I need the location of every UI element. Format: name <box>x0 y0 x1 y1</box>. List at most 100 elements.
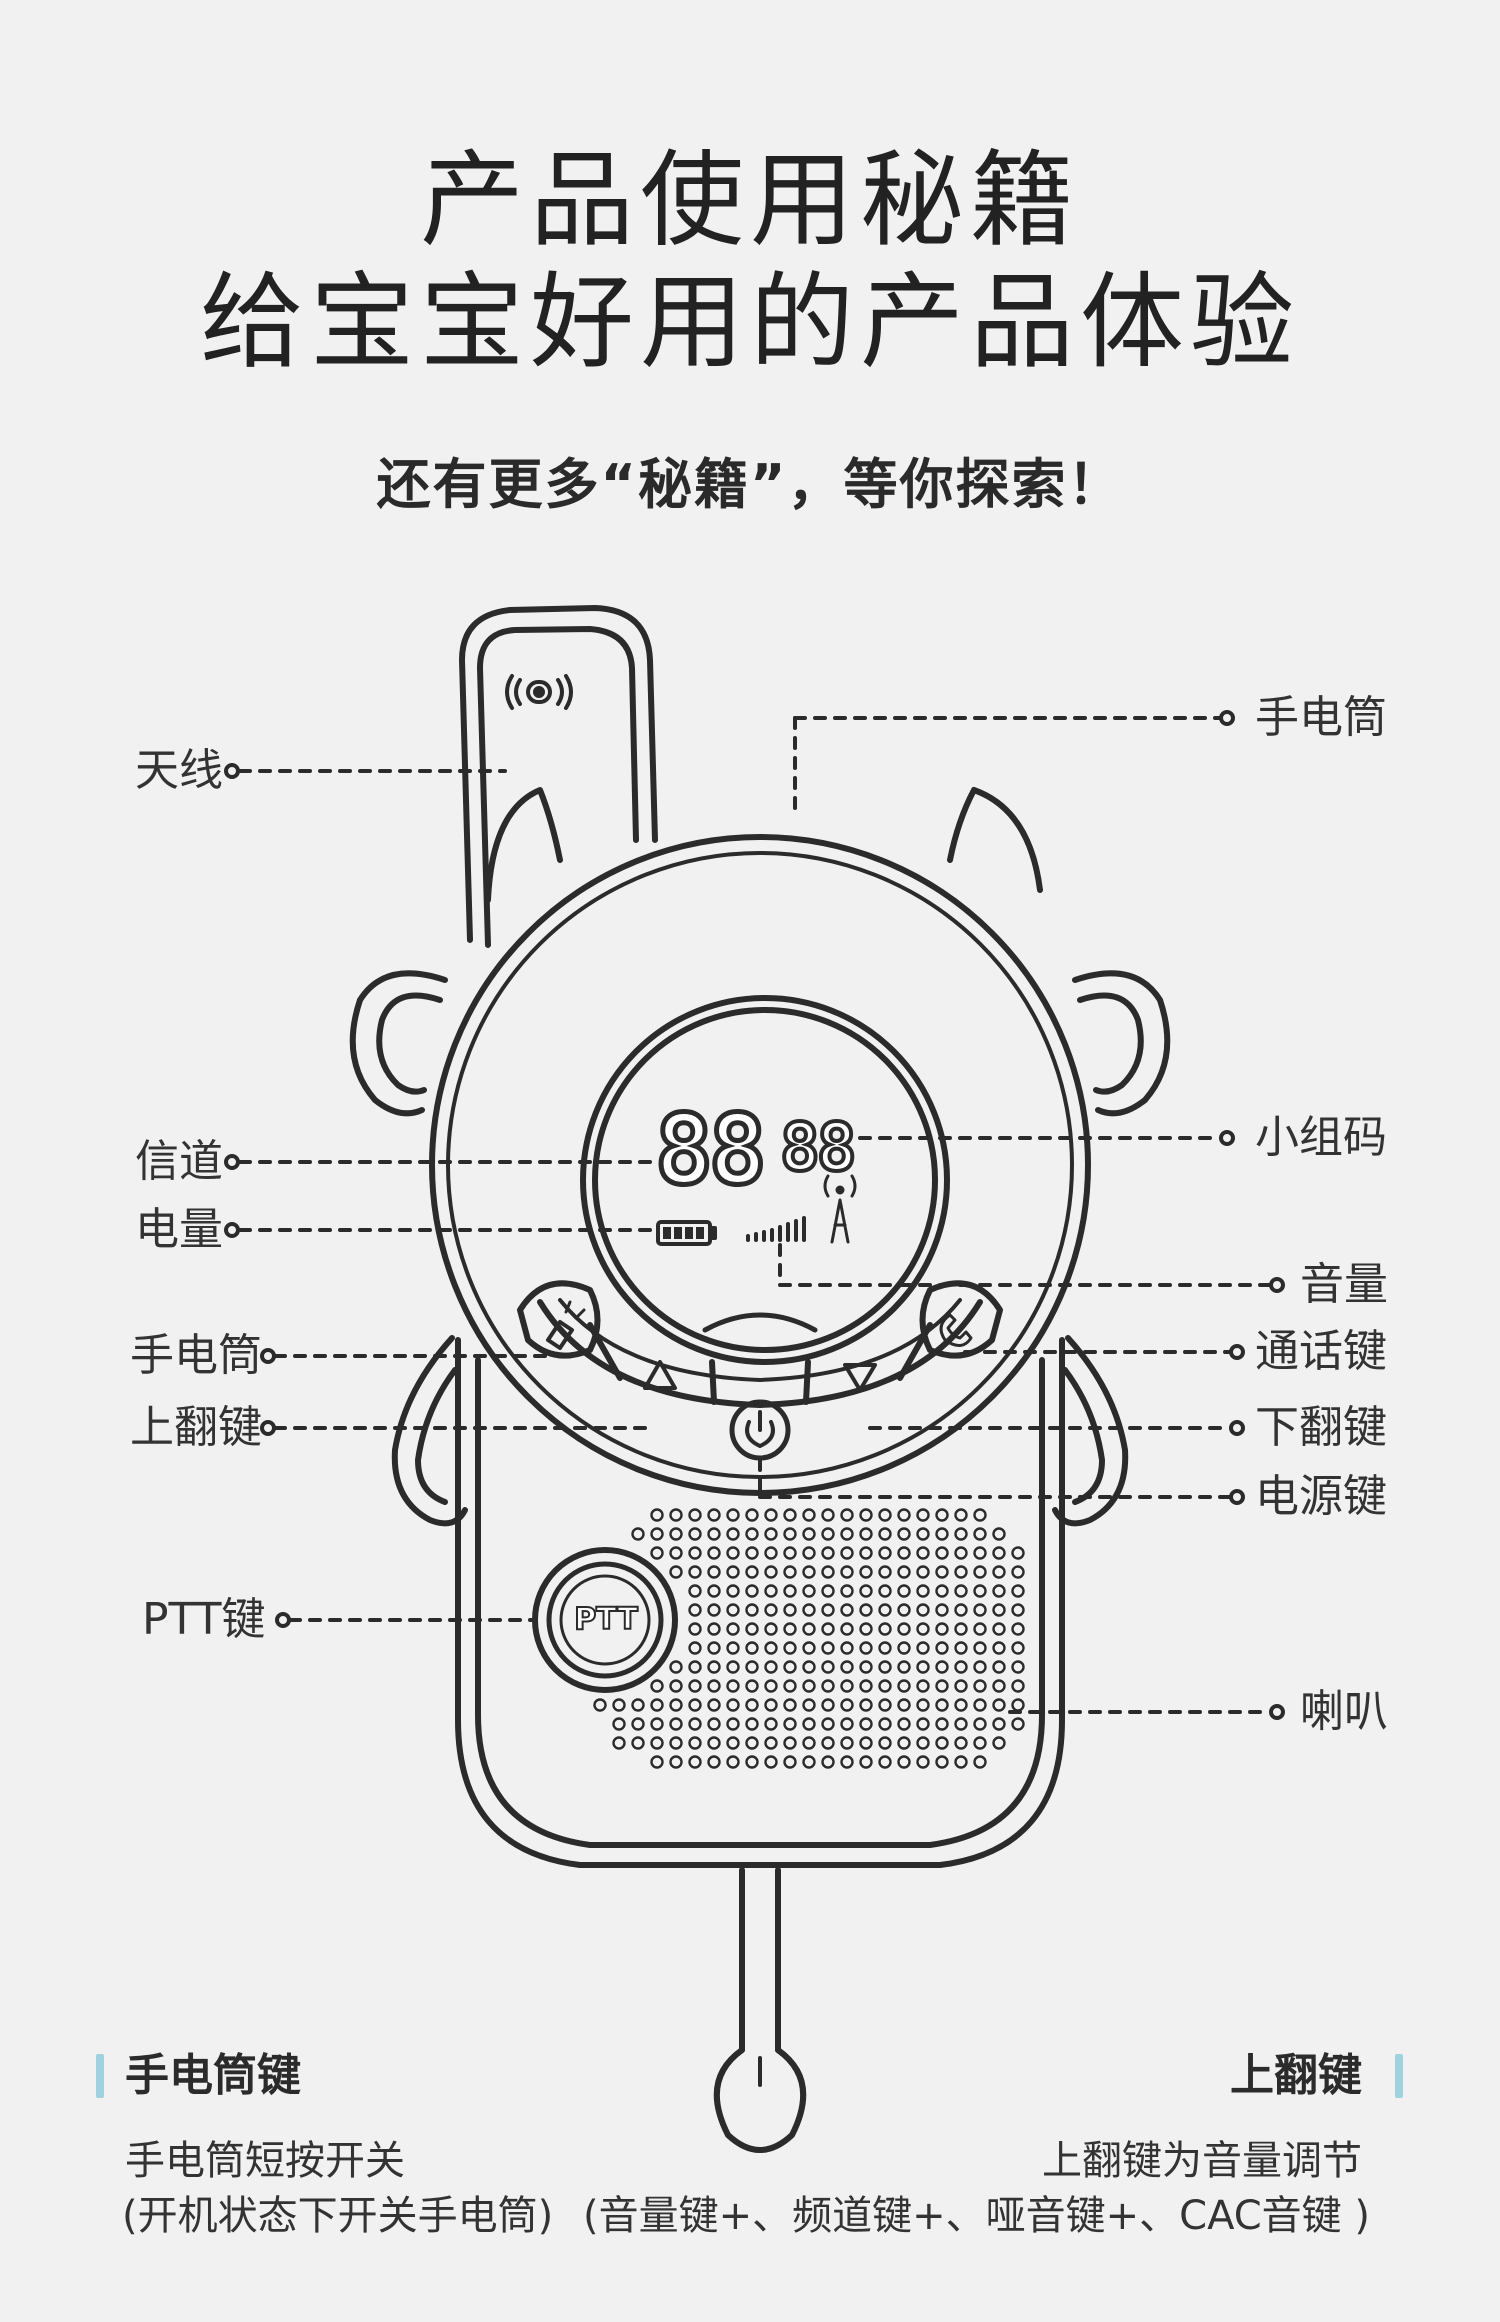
speaker-hole <box>726 1679 740 1693</box>
speaker-hole <box>745 1755 759 1769</box>
speaker-hole <box>973 1603 987 1617</box>
right-arm-inner <box>1062 1367 1105 1505</box>
speaker-hole <box>954 1584 968 1598</box>
speaker-hole <box>764 1622 778 1636</box>
speaker-hole <box>650 1527 664 1541</box>
speaker-hole <box>935 1508 949 1522</box>
speaker-hole <box>878 1641 892 1655</box>
speaker-hole <box>916 1755 930 1769</box>
right-ear <box>1072 970 1171 1117</box>
lanyard <box>713 1867 807 2153</box>
speaker-hole <box>897 1603 911 1617</box>
speaker-hole <box>935 1736 949 1750</box>
speaker-hole <box>859 1584 873 1598</box>
speaker-hole <box>973 1698 987 1712</box>
speaker-hole <box>650 1698 664 1712</box>
flashlight-button[interactable] <box>517 1280 601 1359</box>
speaker-hole <box>612 1717 626 1731</box>
screen-ring <box>592 1007 938 1353</box>
label-power-key: 电源键 <box>1255 1471 1387 1522</box>
speaker-hole <box>992 1679 1006 1693</box>
speaker-hole <box>1011 1641 1025 1655</box>
call-button[interactable] <box>919 1280 1003 1359</box>
speaker-hole <box>859 1508 873 1522</box>
speaker-hole <box>1011 1565 1025 1579</box>
speaker-hole <box>726 1508 740 1522</box>
speaker-hole <box>840 1679 854 1693</box>
speaker-hole <box>954 1679 968 1693</box>
speaker-hole <box>1011 1584 1025 1598</box>
speaker-hole <box>783 1565 797 1579</box>
left-arm <box>391 1335 468 1527</box>
speaker-hole <box>992 1603 1006 1617</box>
head-inner <box>446 851 1074 1479</box>
antenna <box>459 605 658 948</box>
speaker-hole <box>726 1698 740 1712</box>
speaker-hole <box>973 1527 987 1541</box>
speaker-hole <box>764 1679 778 1693</box>
speaker-hole <box>1011 1717 1025 1731</box>
speaker-hole <box>745 1603 759 1617</box>
speaker-hole <box>802 1660 816 1674</box>
speaker-hole <box>726 1603 740 1617</box>
volume-bars-icon <box>746 1216 806 1242</box>
signal-icon <box>505 674 573 710</box>
speaker-hole <box>878 1546 892 1560</box>
speaker-hole <box>916 1641 930 1655</box>
speaker-hole <box>688 1565 702 1579</box>
speaker-hole <box>802 1546 816 1560</box>
speaker-hole <box>726 1527 740 1541</box>
speaker-hole <box>935 1565 949 1579</box>
speaker-hole <box>878 1584 892 1598</box>
speaker-hole <box>650 1679 664 1693</box>
speaker-hole <box>916 1565 930 1579</box>
speaker-hole <box>1011 1622 1025 1636</box>
speaker-hole <box>821 1584 835 1598</box>
speaker-hole <box>859 1603 873 1617</box>
speaker-hole <box>745 1508 759 1522</box>
note-right-line2: (音量键+、频道键+、哑音键+、CAC音键 ) <box>583 2193 1370 2239</box>
speaker-hole <box>745 1622 759 1636</box>
speaker-hole <box>764 1546 778 1560</box>
speaker-hole <box>707 1565 721 1579</box>
speaker-hole <box>935 1584 949 1598</box>
speaker-hole <box>707 1736 721 1750</box>
label-battery: 电量 <box>135 1204 223 1255</box>
speaker-hole <box>707 1717 721 1731</box>
power-button[interactable] <box>729 1399 791 1461</box>
speaker-hole <box>878 1508 892 1522</box>
speaker-hole <box>954 1660 968 1674</box>
speaker-hole <box>707 1641 721 1655</box>
speaker-hole <box>954 1546 968 1560</box>
speaker-hole <box>783 1641 797 1655</box>
speaker-hole <box>916 1527 930 1541</box>
speaker-hole <box>764 1660 778 1674</box>
speaker-hole <box>916 1736 930 1750</box>
speaker-hole <box>973 1679 987 1693</box>
speaker-hole <box>707 1603 721 1617</box>
speaker-hole <box>916 1508 930 1522</box>
speaker-hole <box>745 1698 759 1712</box>
speaker-hole <box>688 1622 702 1636</box>
speaker-hole <box>935 1660 949 1674</box>
speaker-hole <box>802 1698 816 1712</box>
speaker-hole <box>726 1717 740 1731</box>
speaker-hole <box>878 1717 892 1731</box>
speaker-hole <box>878 1679 892 1693</box>
speaker-hole <box>631 1717 645 1731</box>
speaker-hole <box>1011 1660 1025 1674</box>
speaker-hole <box>992 1736 1006 1750</box>
speaker-hole <box>897 1527 911 1541</box>
speaker-hole <box>1011 1546 1025 1560</box>
speaker-hole <box>821 1755 835 1769</box>
speaker-hole <box>783 1679 797 1693</box>
speaker-hole <box>840 1660 854 1674</box>
speaker-hole <box>859 1641 873 1655</box>
speaker-hole <box>859 1660 873 1674</box>
speaker-hole <box>954 1698 968 1712</box>
speaker-hole <box>897 1565 911 1579</box>
speaker-hole <box>878 1622 892 1636</box>
speaker-hole <box>821 1565 835 1579</box>
speaker-hole <box>935 1679 949 1693</box>
speaker-hole <box>992 1717 1006 1731</box>
